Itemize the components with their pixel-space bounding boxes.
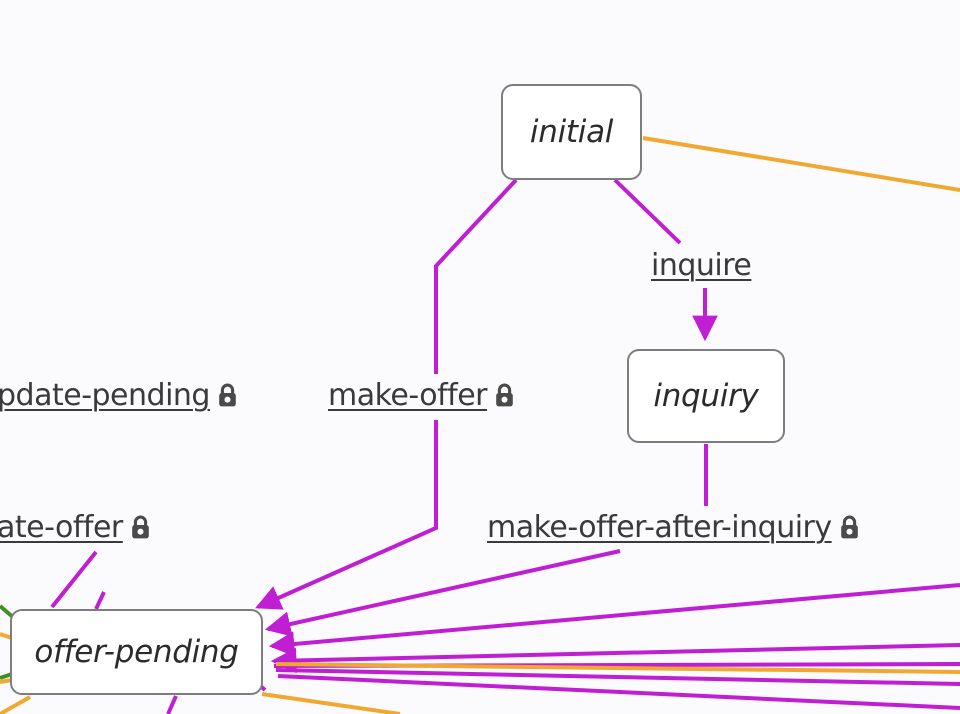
edge-label-make-offer[interactable]: make-offer [325,377,519,414]
edge-label-make-offer-after-inquiry-text: make-offer-after-inquiry [487,510,832,545]
edge-label-make-offer-after-inquiry[interactable]: make-offer-after-inquiry [484,509,863,546]
lock-icon [130,515,151,540]
edge-initial-orange-right [642,136,960,192]
lock-icon [494,383,515,408]
lock-icon [839,515,860,540]
edge-update-offer [50,550,98,609]
node-initial-label: initial [529,114,614,150]
edge-label-update-offer[interactable]: ate-offer [0,509,154,546]
edge-label-update-offer-text: ate-offer [0,510,123,545]
edge-label-update-pending[interactable]: pdate-pending [0,377,241,414]
edge-inquiry-to-offer-pending [264,444,708,637]
edge-label-make-offer-text: make-offer [328,378,488,413]
edge-initial-to-inquiry [613,178,718,342]
node-initial[interactable]: initial [501,84,642,180]
edge-bundle-into-offer-pending [268,583,960,710]
node-offer-pending[interactable]: offer-pending [10,609,263,695]
node-inquiry-label: inquiry [653,378,759,414]
edge-stub-above-offer-pending [94,591,106,610]
node-offer-pending-label: offer-pending [34,634,239,670]
lock-icon [217,383,238,408]
edge-update-pending [120,422,140,470]
edge-label-inquire-text: inquire [651,248,752,283]
edge-label-update-pending-text: pdate-pending [0,378,210,413]
edge-label-inquire[interactable]: inquire [648,247,755,284]
node-inquiry[interactable]: inquiry [627,349,785,443]
edge-initial-to-offer-pending [255,178,518,610]
